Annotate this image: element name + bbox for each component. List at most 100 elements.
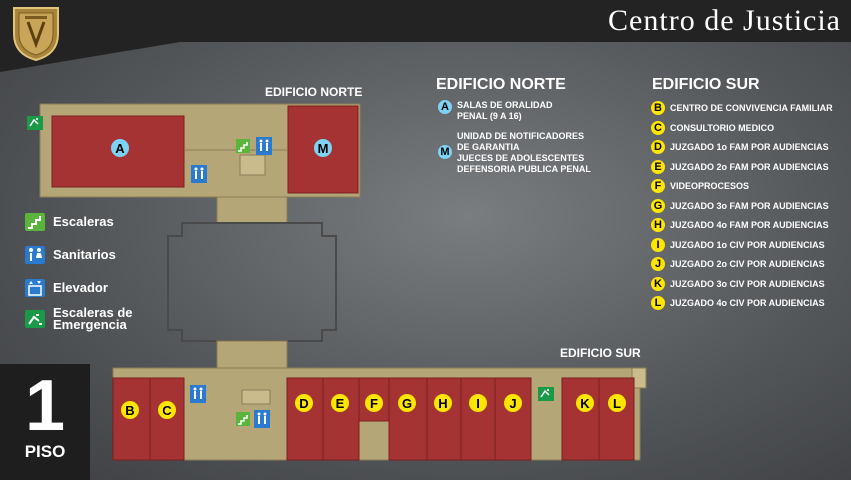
legend-restroom-label: Sanitarios xyxy=(53,247,116,262)
list-item: L JUZGADO 4o CIV POR AUDIENCIAS xyxy=(651,296,825,310)
room-b xyxy=(112,377,151,461)
stairs-icon xyxy=(236,412,250,426)
entry-text: JUZGADO 1o CIV POR AUDIENCIAS xyxy=(670,239,825,250)
north-directory-title: EDIFICIO NORTE xyxy=(436,76,566,93)
entry-text: CENTRO DE CONVIVENCIA FAMILIAR xyxy=(670,103,833,113)
floor-indicator xyxy=(0,364,90,480)
restroom-icon xyxy=(191,165,207,183)
marker-circle: C xyxy=(651,120,665,135)
marker-m-circle: M xyxy=(438,145,452,159)
stairs-icon xyxy=(25,213,45,231)
marker-c xyxy=(158,401,176,419)
restroom-icon xyxy=(25,246,45,264)
marker-g xyxy=(398,394,416,412)
north-connector xyxy=(216,196,288,224)
marker-a-circle: A xyxy=(438,100,452,114)
south-core xyxy=(241,389,271,405)
south-connector xyxy=(216,340,288,369)
marker-j xyxy=(504,394,522,412)
marker-a-label: A xyxy=(115,141,125,156)
legend-emergency: Escaleras de Emergencia xyxy=(25,305,143,332)
legend-emergency-label: Escaleras de Emergencia xyxy=(53,305,133,332)
legend-stairs-label: Escaleras xyxy=(53,214,114,229)
entry-line: SALAS DE ORALIDAD xyxy=(457,100,553,110)
entry-text: VIDEOPROCESOS xyxy=(670,181,750,191)
marker-b-label: B xyxy=(125,403,134,418)
marker-k-label: K xyxy=(580,396,590,411)
restroom-icon xyxy=(254,410,270,428)
room-e xyxy=(322,377,360,461)
marker-circle: E xyxy=(651,159,665,174)
marker-circle: L xyxy=(651,296,665,310)
list-item: I JUZGADO 1o CIV POR AUDIENCIAS xyxy=(651,237,825,252)
entry-line: JUECES DE ADOLESCENTES xyxy=(457,153,585,163)
legend-stairs: Escaleras xyxy=(25,213,114,231)
marker-m-label: M xyxy=(318,141,329,156)
south-building-label: EDIFICIO SUR xyxy=(560,346,641,360)
floor-label: PISO xyxy=(24,442,66,461)
marker-l-label: L xyxy=(613,396,621,411)
courtyard xyxy=(167,222,337,342)
room-k xyxy=(561,377,600,461)
legend-elevator: Elevador xyxy=(25,279,108,297)
marker-c-label: C xyxy=(162,403,172,418)
list-item: E JUZGADO 2o FAM POR AUDIENCIAS xyxy=(651,159,829,174)
marker-e xyxy=(331,394,349,412)
room-l xyxy=(598,377,635,461)
entry-text: UNIDAD DE NOTIFICADORES DE GARANTIA JUEC… xyxy=(457,131,591,175)
north-core xyxy=(239,154,266,176)
marker-circle: J xyxy=(651,257,665,271)
list-item: F VIDEOPROCESOS xyxy=(651,179,749,193)
north-building-label: EDIFICIO NORTE xyxy=(265,85,363,99)
entry-line: UNIDAD DE NOTIFICADORES xyxy=(457,131,585,141)
legend-restroom: Sanitarios xyxy=(25,246,116,264)
entry-text: JUZGADO 3o CIV POR AUDIENCIAS xyxy=(670,278,825,289)
room-j xyxy=(494,377,532,461)
entry-text: JUZGADO 4o CIV POR AUDIENCIAS xyxy=(670,298,825,308)
marker-h xyxy=(434,394,452,412)
entry-text: JUZGADO 2o CIV POR AUDIENCIAS xyxy=(670,259,825,269)
seal-logo-icon xyxy=(13,7,59,62)
legend-elevator-label: Elevador xyxy=(53,280,108,295)
page-title: Centro de Justicia xyxy=(608,4,841,37)
marker-f-label: F xyxy=(370,396,378,411)
marker-circle: I xyxy=(651,237,665,252)
elevator-icon xyxy=(25,279,45,297)
marker-b xyxy=(121,401,139,419)
entry-text: JUZGADO 2o FAM POR AUDIENCIAS xyxy=(670,161,829,172)
south-directory-title: EDIFICIO SUR xyxy=(652,76,760,93)
marker-i xyxy=(469,394,487,412)
room-h xyxy=(426,377,462,461)
marker-l xyxy=(608,394,626,412)
emergency-exit-icon xyxy=(538,387,554,401)
stairs-icon xyxy=(236,139,250,153)
marker-circle: G xyxy=(651,198,665,213)
marker-h-label: H xyxy=(438,396,447,411)
header-bar xyxy=(0,0,851,42)
marker-d xyxy=(295,394,313,412)
entry-line: DEFENSORIA PUBLICA PENAL xyxy=(457,164,591,174)
room-d xyxy=(286,377,324,461)
marker-g-label: G xyxy=(402,396,412,411)
list-item: J JUZGADO 2o CIV POR AUDIENCIAS xyxy=(651,257,825,271)
marker-m xyxy=(314,139,332,157)
emergency-exit-icon xyxy=(25,310,45,328)
room-i xyxy=(460,377,496,461)
marker-circle: F xyxy=(651,179,665,193)
entry-line: DE GARANTIA xyxy=(457,142,520,152)
floor-number: 1 xyxy=(24,366,66,446)
restroom-icon xyxy=(190,385,206,403)
emergency-exit-icon xyxy=(27,116,43,130)
room-markers: A M B C D E F G H I J K L xyxy=(111,139,626,419)
marker-i-label: I xyxy=(476,396,480,411)
room-g xyxy=(388,377,428,461)
marker-circle: D xyxy=(651,140,665,154)
entry-line: PENAL (9 A 16) xyxy=(457,111,522,121)
